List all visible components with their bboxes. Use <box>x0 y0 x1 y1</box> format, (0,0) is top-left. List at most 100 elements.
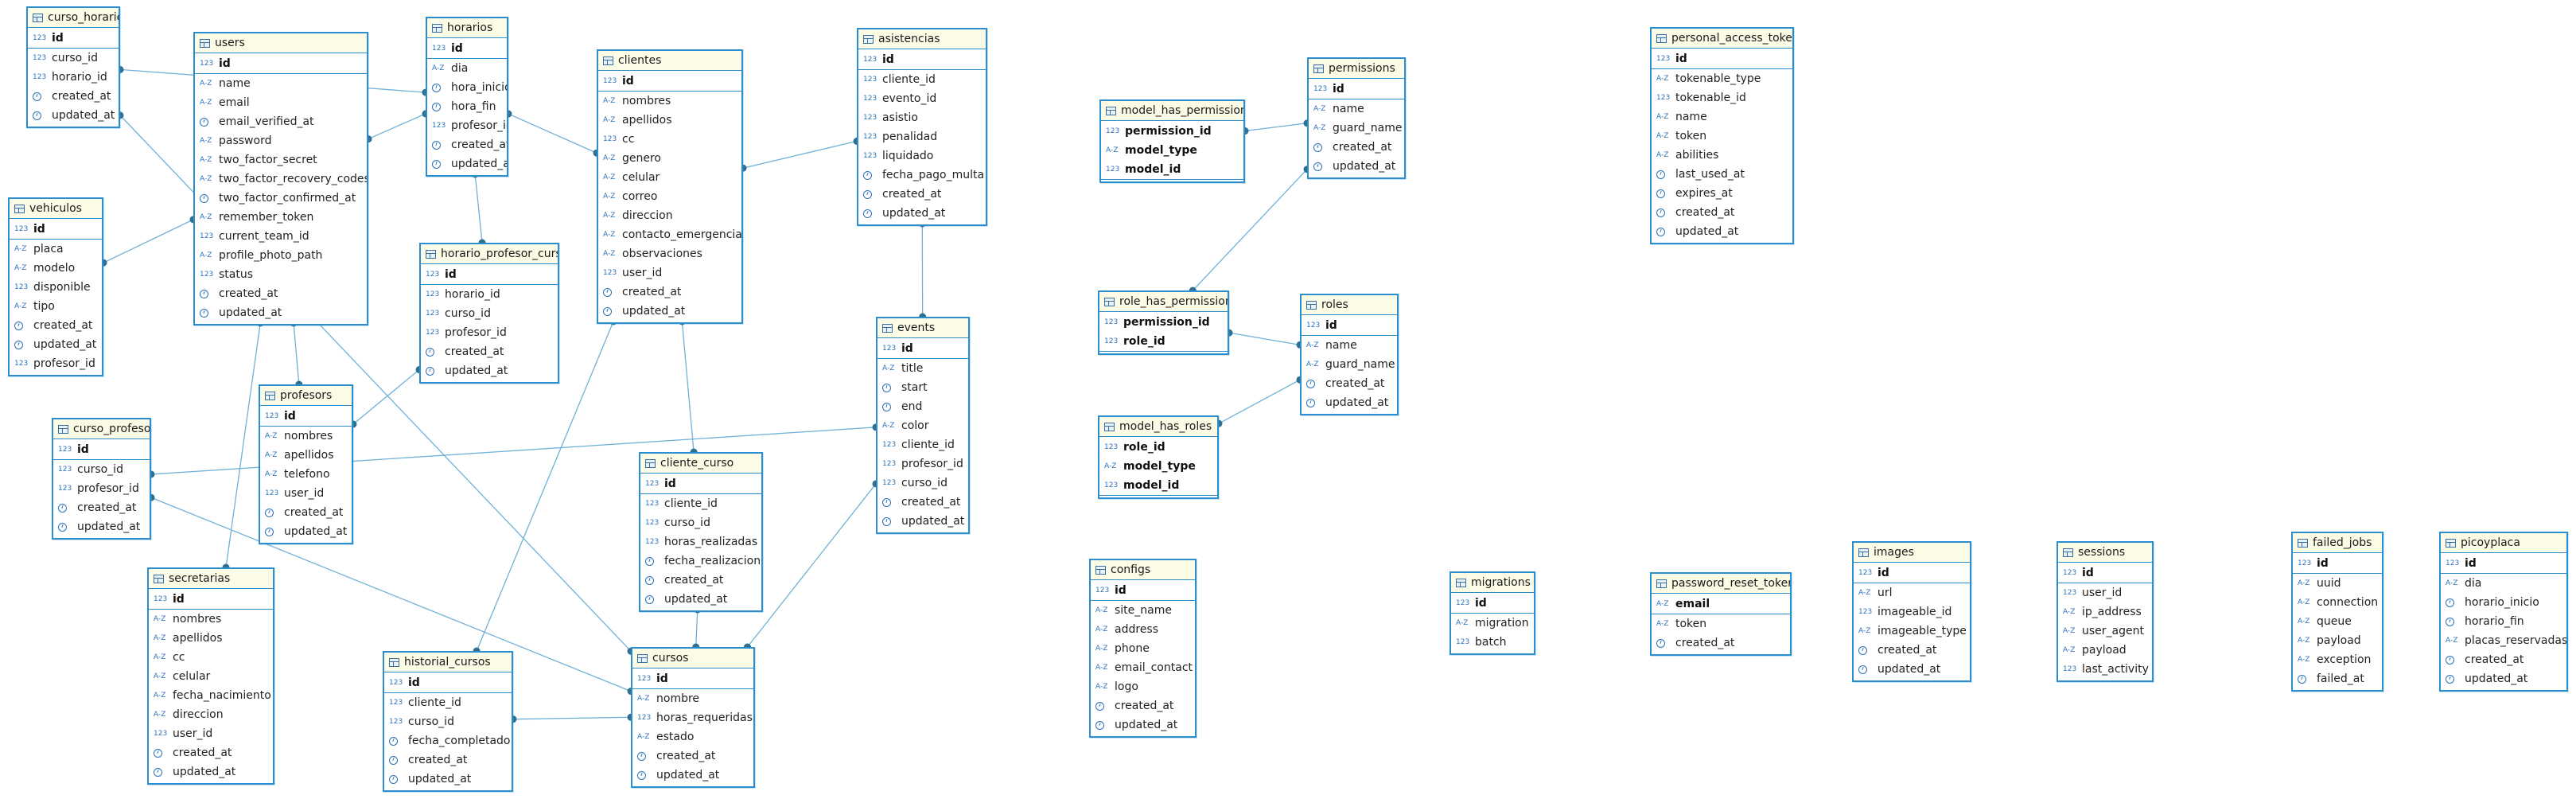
relationship-line[interactable] <box>368 113 426 140</box>
relationship-line[interactable] <box>1244 123 1308 132</box>
column-row[interactable]: created_at <box>858 185 986 204</box>
relationship-line[interactable] <box>1192 169 1308 291</box>
column-row[interactable]: updated_at <box>2441 669 2566 688</box>
column-row[interactable]: hora_fin <box>427 97 507 116</box>
column-row[interactable]: created_at <box>632 746 753 766</box>
relationship-line[interactable] <box>695 609 698 648</box>
column-row[interactable]: fecha_completado <box>384 731 512 750</box>
column-row[interactable]: updated_at <box>1652 222 1792 241</box>
table-header[interactable]: curso_profesor <box>53 419 150 439</box>
table-header[interactable]: images <box>1854 543 1970 563</box>
column-row[interactable]: created_at <box>53 498 150 517</box>
column-row[interactable]: updated_at <box>1302 393 1397 412</box>
relationship-line[interactable] <box>746 483 877 648</box>
table-header[interactable]: asistencias <box>858 29 986 49</box>
table-header[interactable]: cliente_curso <box>640 454 761 474</box>
table-header[interactable]: permissions <box>1309 59 1404 79</box>
table-header[interactable]: role_has_permissions <box>1099 292 1228 312</box>
column-row[interactable]: created_at <box>421 342 558 361</box>
column-row[interactable]: created_at <box>1302 374 1397 393</box>
column-row[interactable]: hora_inicio <box>427 78 507 97</box>
column-row[interactable]: created_at <box>10 316 102 335</box>
column-row[interactable]: horario_inicio <box>2441 593 2566 612</box>
relationship-line[interactable] <box>352 369 420 425</box>
column-row[interactable]: two_factor_confirmed_at <box>195 189 367 208</box>
relationship-line[interactable] <box>508 113 597 154</box>
table-header[interactable]: events <box>877 318 968 338</box>
column-row[interactable]: created_at <box>1854 641 1970 660</box>
relationship-line[interactable] <box>681 321 695 453</box>
column-row[interactable]: created_at <box>1309 138 1404 157</box>
column-row[interactable]: created_at <box>1652 203 1792 222</box>
table-header[interactable]: vehiculos <box>10 199 102 219</box>
table-header[interactable]: users <box>195 33 367 53</box>
column-row[interactable]: updated_at <box>858 204 986 223</box>
column-row[interactable]: updated_at <box>53 517 150 536</box>
